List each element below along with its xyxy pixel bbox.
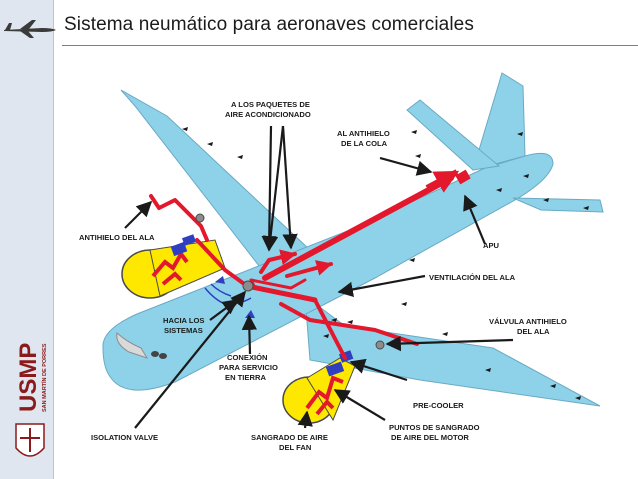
left-horizontal-stabilizer bbox=[406, 99, 501, 171]
label-engine-bleed-1: PUNTOS DE SANGRADO bbox=[389, 423, 480, 432]
label-air-packs-2: AIRE ACONDICIONADO bbox=[225, 110, 311, 119]
left-engine-duct bbox=[195, 238, 249, 288]
label-wing-anti-ice: ANTIHIELO DEL ALA bbox=[79, 233, 155, 242]
right-engine-duct bbox=[313, 298, 347, 360]
left-wing-valve bbox=[195, 213, 205, 223]
right-engine-bleed-manifold bbox=[305, 375, 344, 416]
label-air-packs-1: A LOS PAQUETES DE bbox=[231, 100, 310, 109]
left-engine-bleed-manifold bbox=[151, 250, 189, 286]
pack-duct-1 bbox=[259, 249, 297, 274]
pack-duct-2 bbox=[285, 260, 333, 278]
label-anti-ice-valve-1: VÁLVULA ANTIHIELO bbox=[489, 317, 567, 326]
label-wing-vent: VENTILACIÓN DEL ALA bbox=[429, 273, 516, 282]
header-divider bbox=[62, 45, 638, 46]
nose-wheel bbox=[151, 351, 159, 357]
nose-wheel-2 bbox=[159, 353, 167, 359]
crest-icon bbox=[15, 423, 45, 457]
crossfeed-duct bbox=[244, 283, 318, 303]
airplane-icon bbox=[4, 20, 56, 38]
label-ground-connection-2: PARA SERVICIO bbox=[219, 363, 278, 372]
left-precooler bbox=[170, 241, 188, 257]
aircraft-airframe bbox=[102, 72, 604, 407]
logo-brand-subtext: SAN MARTÍN DE PORRES bbox=[40, 343, 48, 412]
annotation-arrows bbox=[124, 125, 514, 429]
label-to-systems-2: SISTEMAS bbox=[164, 326, 203, 335]
tail-anti-ice-arrow bbox=[425, 169, 460, 193]
label-tail-anti-ice-2: DE LA COLA bbox=[341, 139, 388, 148]
page-title: Sistema neumático para aeronaves comerci… bbox=[64, 14, 474, 35]
logo-brand-text: USMP bbox=[15, 343, 42, 412]
left-wing bbox=[120, 89, 311, 281]
label-apu: APU bbox=[483, 241, 500, 250]
nose-landing-gear bbox=[116, 332, 149, 359]
right-horizontal-stabilizer bbox=[512, 197, 604, 213]
label-engine-bleed-2: DE AIRE DEL MOTOR bbox=[391, 433, 469, 442]
label-fan-bleed-1: SANGRADO DE AIRE bbox=[251, 433, 328, 442]
label-to-systems-1: HACIA LOS bbox=[163, 316, 204, 325]
right-wing-anti-ice-valve bbox=[375, 340, 385, 350]
label-precooler: PRE-COOLER bbox=[413, 401, 464, 410]
vertical-stabilizer bbox=[472, 72, 526, 171]
label-tail-anti-ice-1: AL ANTIHIELO bbox=[337, 129, 390, 138]
right-engine bbox=[282, 350, 356, 424]
diagram-labels: A LOS PAQUETES DE AIRE ACONDICIONADO AL … bbox=[79, 100, 567, 452]
apu-unit bbox=[455, 169, 471, 185]
label-anti-ice-valve-2: DEL ALA bbox=[517, 327, 550, 336]
isolation-valve bbox=[242, 280, 254, 292]
valves bbox=[195, 213, 385, 350]
left-engine bbox=[121, 234, 226, 299]
pneumatic-diagram: A LOS PAQUETES DE AIRE ACONDICIONADO AL … bbox=[79, 72, 604, 452]
university-logo: USMP SAN MARTÍN DE PORRES bbox=[15, 343, 48, 457]
label-isolation-valve: ISOLATION VALVE bbox=[91, 433, 158, 442]
left-wing-anti-ice-duct bbox=[149, 194, 209, 242]
label-ground-connection-3: EN TIERRA bbox=[225, 373, 266, 382]
right-precooler bbox=[325, 361, 345, 377]
fuselage-static-ports bbox=[182, 127, 589, 400]
label-fan-bleed-2: DEL FAN bbox=[279, 443, 311, 452]
sidebar: USMP SAN MARTÍN DE PORRES bbox=[0, 0, 56, 479]
label-ground-connection-1: CONEXIÓN bbox=[227, 353, 268, 362]
